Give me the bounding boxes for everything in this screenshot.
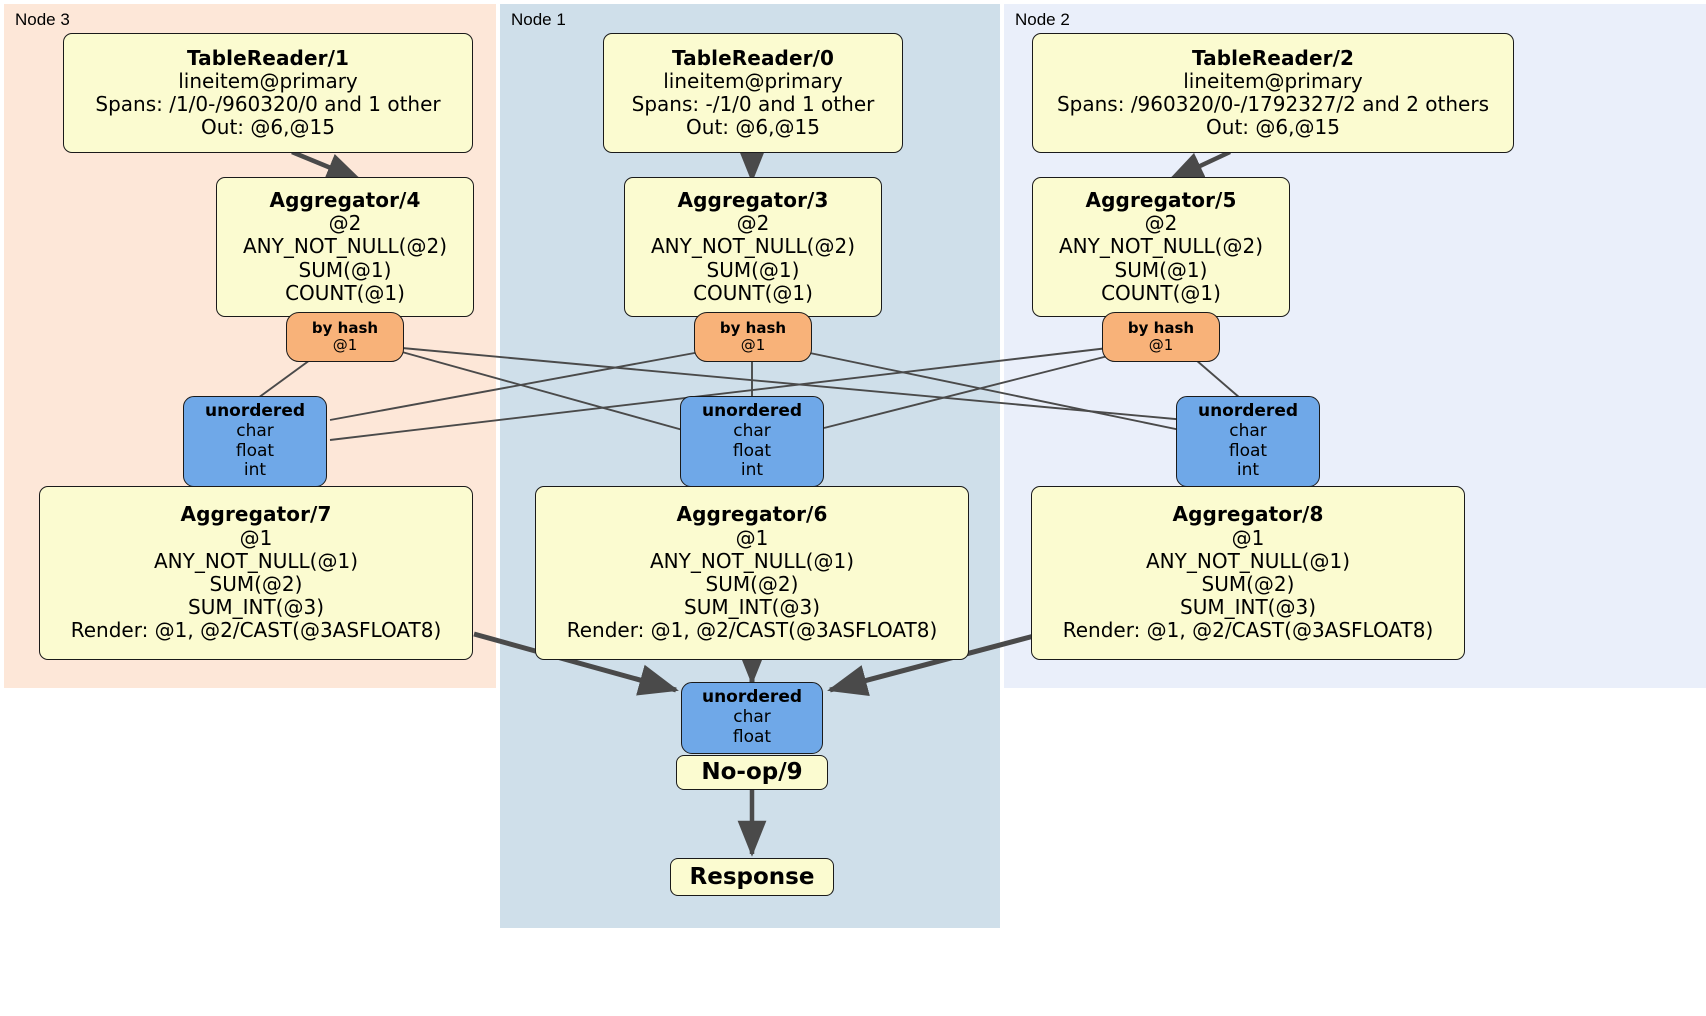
aggregator-5-box[interactable]: Aggregator/5 @2 ANY_NOT_NULL(@2) SUM(@1)… — [1032, 177, 1290, 317]
table-reader-2-spans: Spans: /960320/0-/1792327/2 and 2 others — [1056, 92, 1489, 116]
sync-unordered-middle-type-2: float — [732, 440, 772, 461]
aggregator-3-group: @2 — [736, 211, 770, 236]
aggregator-6-func-3: SUM_INT(@3) — [684, 595, 820, 620]
aggregator-7-func-2: SUM(@2) — [209, 572, 303, 596]
router-by-hash-middle-column: @1 — [740, 336, 766, 354]
router-by-hash-right-column: @1 — [1148, 336, 1174, 354]
aggregator-3-box[interactable]: Aggregator/3 @2 ANY_NOT_NULL(@2) SUM(@1)… — [624, 177, 882, 317]
aggregator-4-func-1: ANY_NOT_NULL(@2) — [243, 234, 447, 259]
aggregator-7-box[interactable]: Aggregator/7 @1 ANY_NOT_NULL(@1) SUM(@2)… — [39, 486, 473, 660]
aggregator-5-func-2: SUM(@1) — [1114, 257, 1208, 282]
aggregator-6-group: @1 — [735, 525, 769, 550]
router-by-hash-middle-title: by hash — [719, 318, 787, 337]
sync-unordered-left-type-3: int — [243, 460, 267, 481]
table-reader-1-table: lineitem@primary — [178, 68, 358, 93]
no-op-9-title: No-op/9 — [701, 759, 803, 786]
aggregator-5-group: @2 — [1144, 211, 1178, 236]
sync-unordered-right-type-1: char — [1229, 420, 1267, 441]
response-title: Response — [689, 863, 815, 890]
aggregator-3-func-3: COUNT(@1) — [693, 280, 813, 305]
table-reader-2-table: lineitem@primary — [1183, 68, 1363, 93]
aggregator-4-box[interactable]: Aggregator/4 @2 ANY_NOT_NULL(@2) SUM(@1)… — [216, 177, 474, 317]
aggregator-5-title: Aggregator/5 — [1085, 188, 1237, 213]
sync-unordered-left-title: unordered — [204, 401, 306, 422]
aggregator-6-func-2: SUM(@2) — [705, 572, 799, 596]
sync-unordered-middle[interactable]: unordered char float int — [680, 396, 824, 487]
table-reader-0-table: lineitem@primary — [663, 68, 843, 93]
node-panel-label-node-2: Node 2 — [1015, 10, 1070, 29]
aggregator-8-group: @1 — [1231, 525, 1265, 550]
node-panel-label-node-1: Node 1 — [511, 10, 566, 29]
aggregator-8-func-1: ANY_NOT_NULL(@1) — [1146, 548, 1350, 573]
sync-unordered-left-type-1: char — [236, 420, 274, 441]
aggregator-7-func-1: ANY_NOT_NULL(@1) — [154, 548, 358, 573]
table-reader-2-title: TableReader/2 — [1191, 45, 1355, 70]
aggregator-4-func-3: COUNT(@1) — [285, 280, 405, 305]
sync-unordered-right-type-2: float — [1228, 440, 1268, 461]
aggregator-3-func-1: ANY_NOT_NULL(@2) — [651, 234, 855, 259]
sync-unordered-final[interactable]: unordered char float — [681, 682, 823, 754]
aggregator-8-func-3: SUM_INT(@3) — [1180, 595, 1316, 620]
router-by-hash-right[interactable]: by hash @1 — [1102, 312, 1220, 362]
aggregator-4-title: Aggregator/4 — [269, 188, 421, 213]
aggregator-6-box[interactable]: Aggregator/6 @1 ANY_NOT_NULL(@1) SUM(@2)… — [535, 486, 969, 660]
router-by-hash-middle[interactable]: by hash @1 — [694, 312, 812, 362]
node-panel-label-node-3: Node 3 — [15, 10, 70, 29]
sync-unordered-middle-title: unordered — [701, 401, 803, 422]
aggregator-6-title: Aggregator/6 — [676, 502, 828, 527]
router-by-hash-right-title: by hash — [1127, 318, 1195, 337]
table-reader-1-spans: Spans: /1/0-/960320/0 and 1 other — [95, 92, 441, 116]
sync-unordered-right-title: unordered — [1197, 401, 1299, 422]
sync-unordered-final-type-2: float — [732, 726, 772, 747]
aggregator-8-box[interactable]: Aggregator/8 @1 ANY_NOT_NULL(@1) SUM(@2)… — [1031, 486, 1465, 660]
no-op-9-box[interactable]: No-op/9 — [676, 755, 828, 790]
table-reader-0-spans: Spans: -/1/0 and 1 other — [631, 92, 875, 116]
sync-unordered-final-title: unordered — [701, 687, 803, 708]
table-reader-2-out: Out: @6,@15 — [1206, 115, 1340, 140]
aggregator-6-render: Render: @1, @2/CAST(@3ASFLOAT8) — [566, 618, 938, 643]
response-box[interactable]: Response — [670, 858, 834, 896]
table-reader-1-out: Out: @6,@15 — [201, 115, 335, 140]
sync-unordered-middle-type-1: char — [733, 420, 771, 441]
router-by-hash-left-title: by hash — [311, 318, 379, 337]
aggregator-7-title: Aggregator/7 — [180, 502, 332, 527]
sync-unordered-middle-type-3: int — [740, 460, 764, 481]
router-by-hash-left[interactable]: by hash @1 — [286, 312, 404, 362]
aggregator-3-title: Aggregator/3 — [677, 188, 829, 213]
aggregator-8-func-2: SUM(@2) — [1201, 572, 1295, 596]
aggregator-3-func-2: SUM(@1) — [706, 257, 800, 282]
table-reader-0-title: TableReader/0 — [671, 45, 835, 70]
sync-unordered-right-type-3: int — [1236, 460, 1260, 481]
sync-unordered-left[interactable]: unordered char float int — [183, 396, 327, 487]
aggregator-8-title: Aggregator/8 — [1172, 502, 1324, 527]
aggregator-7-func-3: SUM_INT(@3) — [188, 595, 324, 620]
sync-unordered-left-type-2: float — [235, 440, 275, 461]
aggregator-6-func-1: ANY_NOT_NULL(@1) — [650, 548, 854, 573]
aggregator-7-render: Render: @1, @2/CAST(@3ASFLOAT8) — [70, 618, 442, 643]
aggregator-4-group: @2 — [328, 211, 362, 236]
table-reader-2-box[interactable]: TableReader/2 lineitem@primary Spans: /9… — [1032, 33, 1514, 153]
aggregator-4-func-2: SUM(@1) — [298, 257, 392, 282]
aggregator-5-func-1: ANY_NOT_NULL(@2) — [1059, 234, 1263, 259]
sync-unordered-right[interactable]: unordered char float int — [1176, 396, 1320, 487]
router-by-hash-left-column: @1 — [332, 336, 358, 354]
aggregator-8-render: Render: @1, @2/CAST(@3ASFLOAT8) — [1062, 618, 1434, 643]
sync-unordered-final-type-1: char — [733, 707, 771, 728]
table-reader-1-box[interactable]: TableReader/1 lineitem@primary Spans: /1… — [63, 33, 473, 153]
table-reader-1-title: TableReader/1 — [186, 45, 350, 70]
aggregator-7-group: @1 — [239, 525, 273, 550]
table-reader-0-out: Out: @6,@15 — [686, 115, 820, 140]
aggregator-5-func-3: COUNT(@1) — [1101, 280, 1221, 305]
table-reader-0-box[interactable]: TableReader/0 lineitem@primary Spans: -/… — [603, 33, 903, 153]
